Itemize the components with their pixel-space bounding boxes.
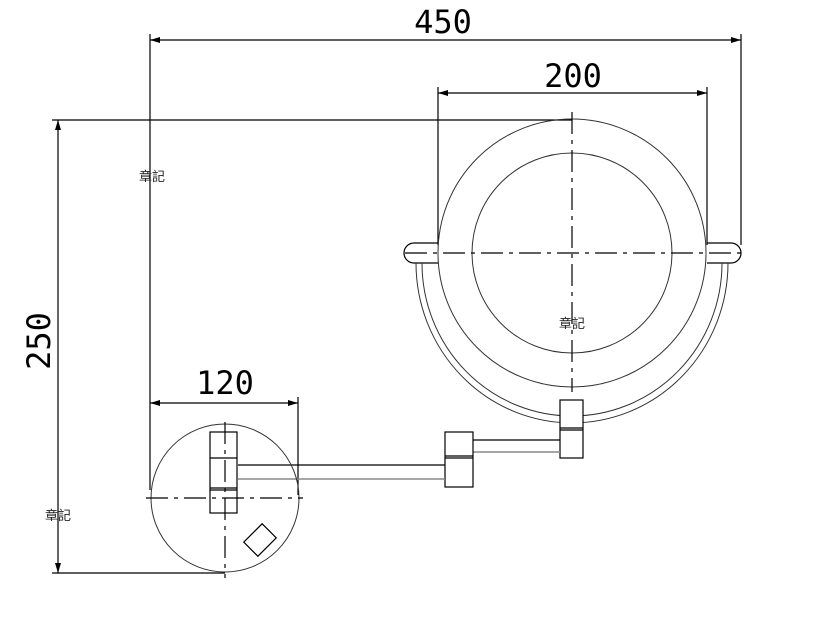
annotation-note: 章記 [139, 169, 165, 185]
annotation-note: 章記 [559, 316, 585, 332]
dimension-200: 200 [437, 57, 708, 245]
dimension-450: 450 [149, 3, 742, 490]
screw-cover [242, 522, 278, 558]
dimension-label-120: 120 [196, 364, 254, 402]
dimension-label-450: 450 [414, 3, 472, 41]
dimension-120: 120 [150, 364, 299, 495]
annotation-note: 章記 [45, 508, 71, 524]
dimension-250: 250 [20, 119, 572, 574]
wall-base [146, 422, 303, 578]
swing-arm [238, 399, 584, 488]
mirror-head [403, 112, 742, 424]
dimension-label-250: 250 [20, 312, 58, 370]
left-pivot-ear [403, 242, 438, 264]
dimension-label-200: 200 [544, 57, 602, 95]
right-pivot-ear [707, 242, 742, 264]
